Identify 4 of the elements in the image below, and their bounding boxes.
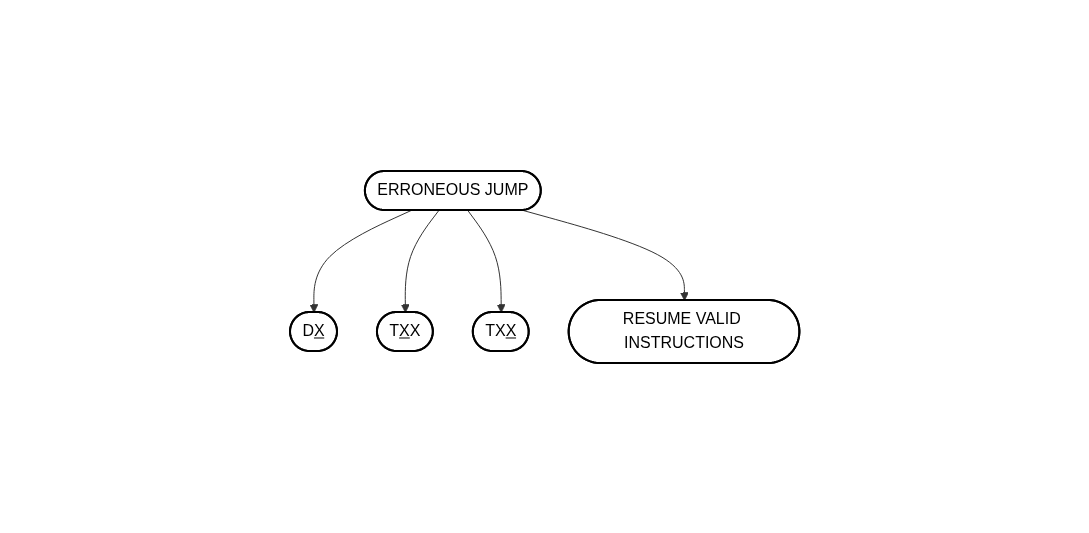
arrow (309, 209, 412, 313)
arrow (400, 209, 440, 313)
arrow (522, 209, 689, 301)
arrow (467, 209, 506, 313)
